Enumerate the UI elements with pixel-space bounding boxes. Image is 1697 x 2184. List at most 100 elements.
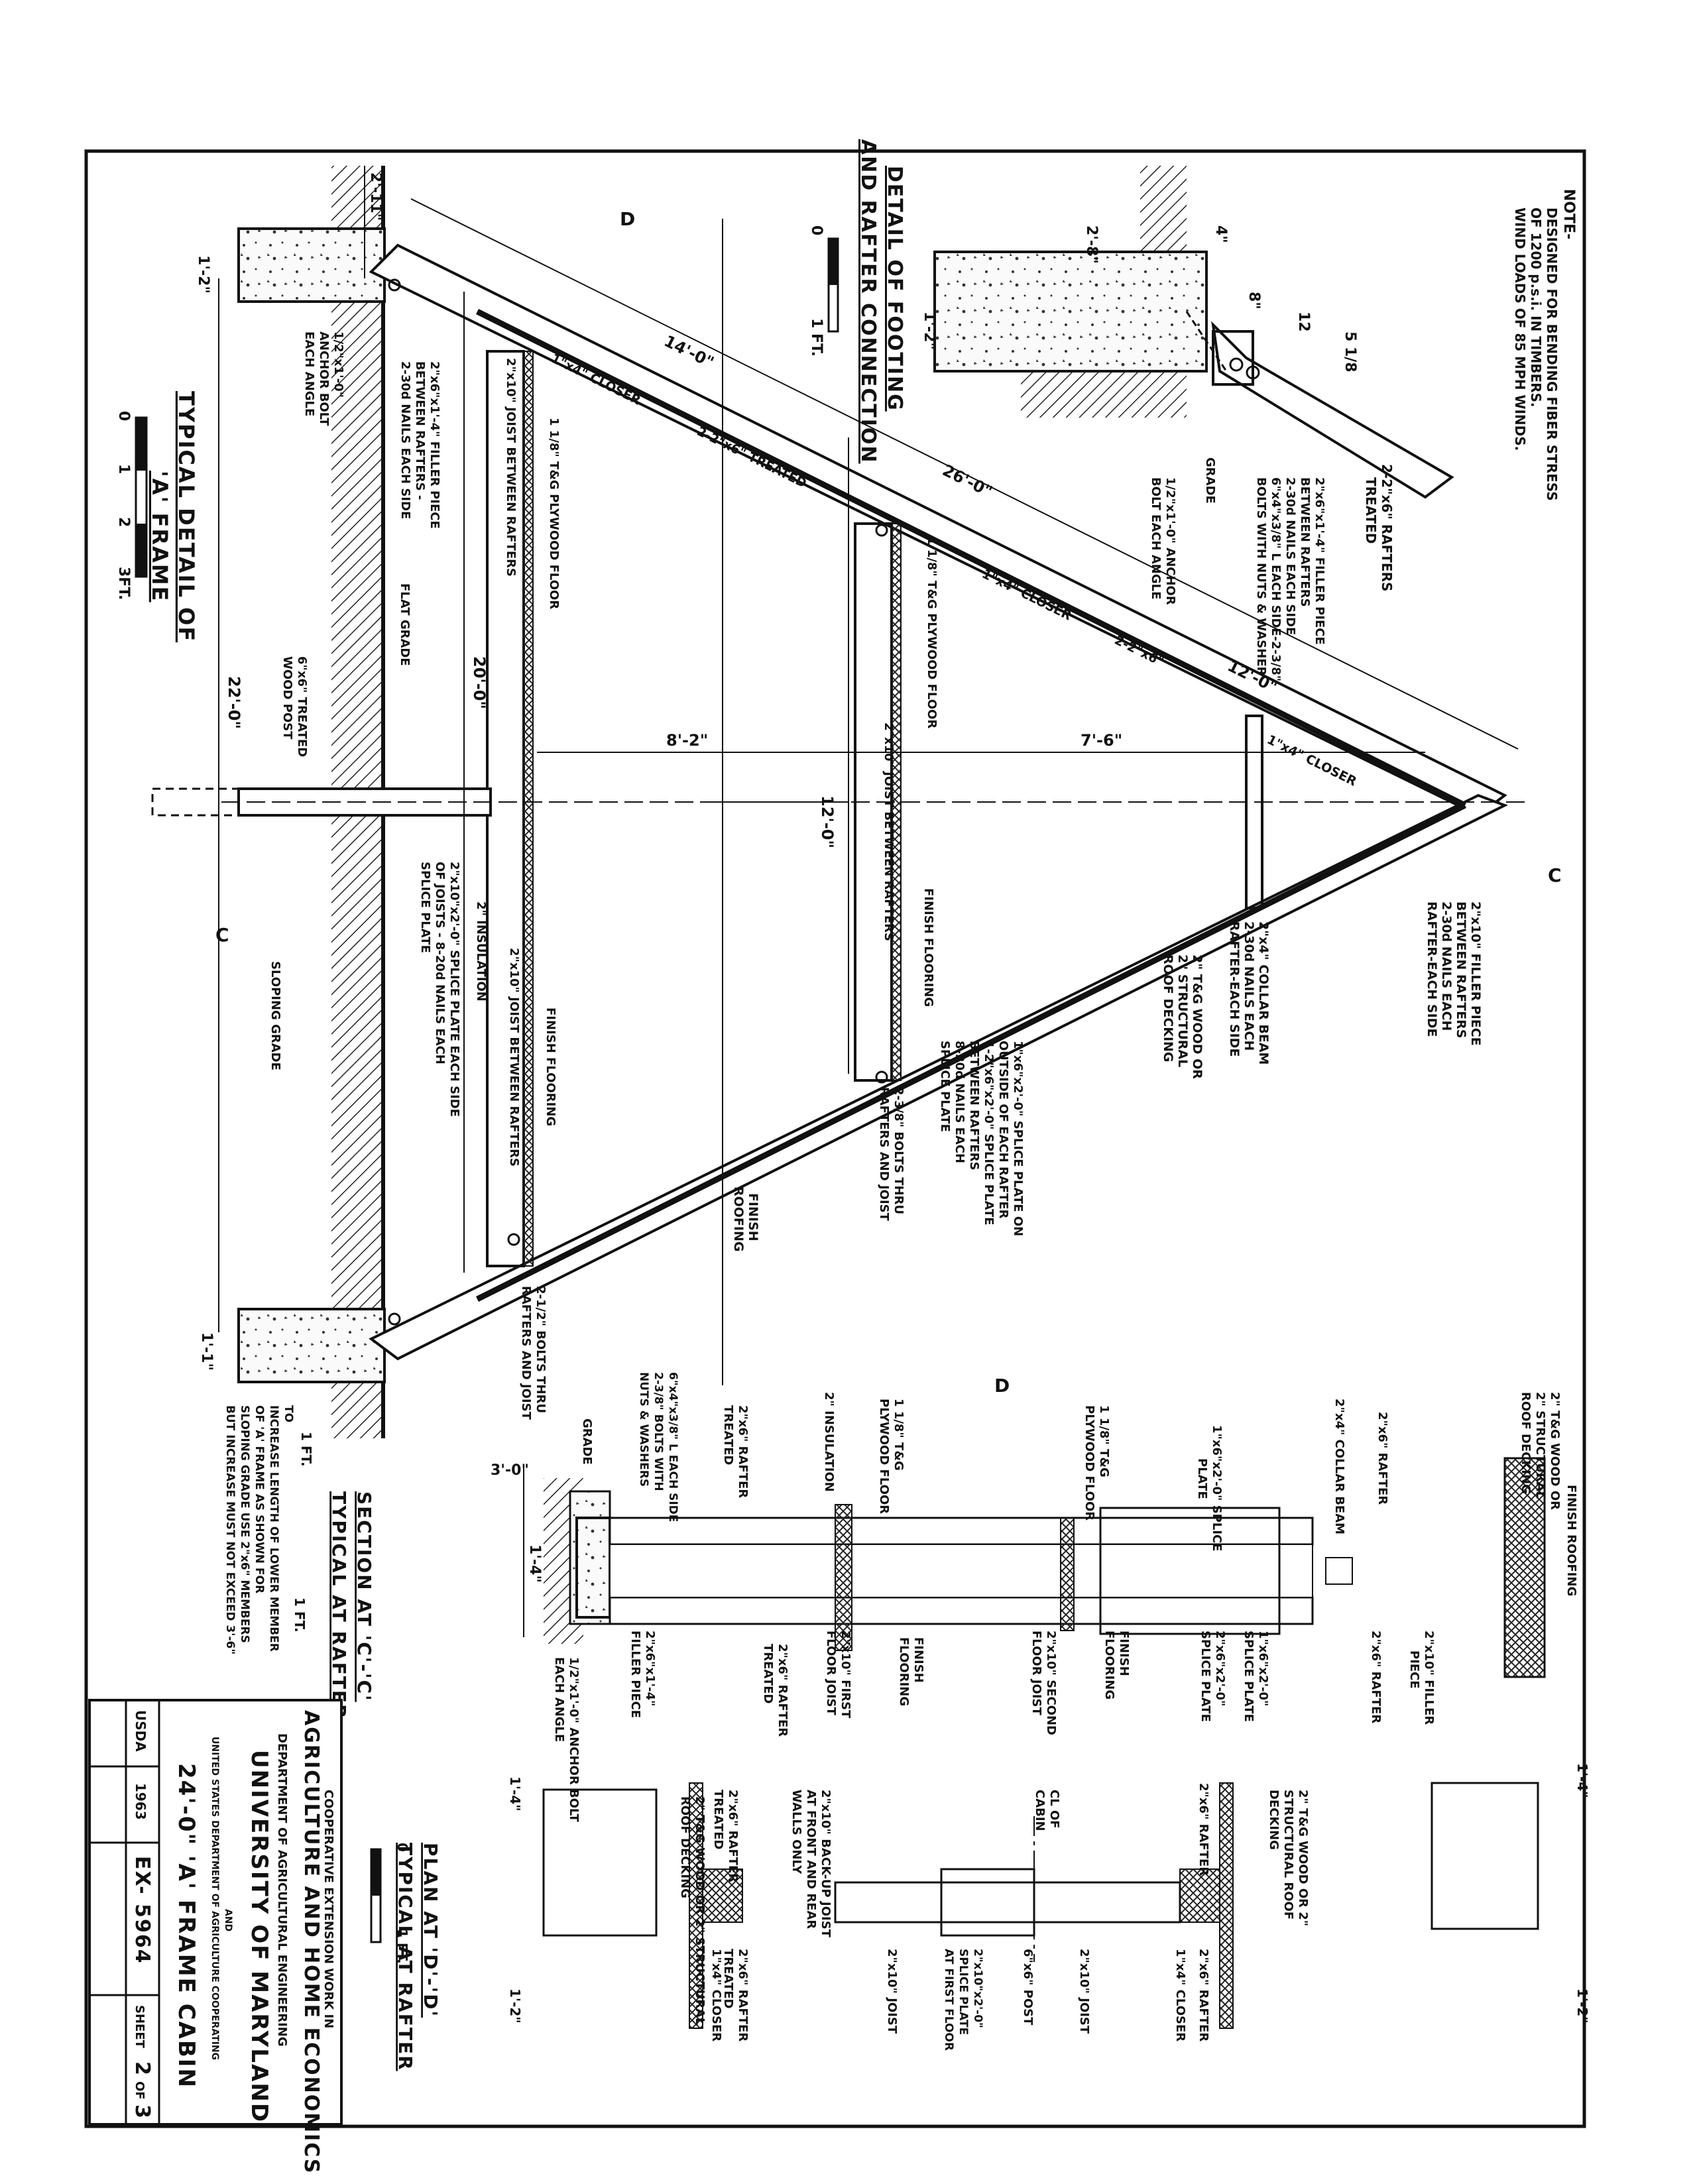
svg-text:ROOFING: ROOFING — [731, 1186, 746, 1251]
footing-scale: 0 1 FT. — [808, 225, 839, 357]
svg-text:2" T&G WOOD OR 2": 2" T&G WOOD OR 2" — [1296, 1790, 1310, 1926]
svg-text:2"x10" JOIST: 2"x10" JOIST — [1077, 1949, 1091, 2034]
note-line: OF 1200 p.s.i. IN TIMBERS. — [1528, 207, 1544, 408]
svg-text:2"x6"x1'-4" FILLER PIECE: 2"x6"x1'-4" FILLER PIECE — [1313, 477, 1326, 645]
plan-labels: 2" T&G WOOD OR 2" STRUCTURAL ROOF DECKIN… — [507, 1763, 1590, 2051]
svg-text:2-30d NAILS EACH: 2-30d NAILS EACH — [1242, 921, 1256, 1051]
svg-text:TO: TO — [282, 1405, 295, 1422]
title-line: 'A' FRAME — [147, 471, 172, 602]
svg-text:1963: 1963 — [133, 1783, 148, 1820]
svg-text:BETWEEN RAFTERS: BETWEEN RAFTERS — [1454, 901, 1468, 1038]
svg-text:2"x6" RAFTER: 2"x6" RAFTER — [736, 1949, 750, 2041]
sheet-total: 3 — [131, 2104, 154, 2120]
svg-text:SPLICE PLATE: SPLICE PLATE — [418, 862, 432, 953]
svg-text:2-30d NAILS EACH SIDE: 2-30d NAILS EACH SIDE — [1283, 477, 1297, 635]
svg-text:DECKING: DECKING — [1267, 1790, 1281, 1850]
dim-label: 5 1/8 — [1342, 331, 1358, 373]
a-frame-detail — [151, 166, 1525, 1438]
scale-label: 0 — [808, 225, 825, 235]
scale-label: 1 — [115, 464, 132, 474]
svg-text:PIECE: PIECE — [1407, 1650, 1421, 1689]
dim-label: 2'-11" — [367, 172, 384, 221]
svg-text:2"x6"x1'-4": 2"x6"x1'-4" — [643, 1631, 657, 1706]
svg-text:SLOPING GRADE: SLOPING GRADE — [268, 961, 282, 1070]
svg-text:TREATED: TREATED — [721, 1405, 735, 1465]
collar-beam-block — [1325, 1557, 1353, 1585]
decking-upper — [475, 308, 1467, 809]
svg-text:1 1/8" T&G PLYWOOD FLOOR: 1 1/8" T&G PLYWOOD FLOOR — [925, 537, 939, 728]
svg-text:OUTSIDE OF EACH RAFTER: OUTSIDE OF EACH RAFTER — [996, 1041, 1010, 1219]
first-floor-layer — [835, 1504, 852, 1651]
bolt-icon — [388, 278, 401, 292]
svg-text:2"x10" FILLER: 2"x10" FILLER — [1422, 1631, 1436, 1725]
svg-text:2"x6"x1'-4" FILLER PIECE: 2"x6"x1'-4" FILLER PIECE — [428, 361, 441, 529]
svg-text:2"x6"x2'-0": 2"x6"x2'-0" — [1213, 1631, 1227, 1706]
svg-text:CL OF: CL OF — [1047, 1790, 1061, 1829]
svg-text:NUTS & WASHERS: NUTS & WASHERS — [637, 1372, 650, 1487]
svg-text:TREATED: TREATED — [1363, 477, 1379, 544]
footing-earth-top — [1140, 166, 1187, 259]
svg-text:USDA: USDA — [133, 1710, 148, 1752]
section-rafter-stack — [609, 1596, 1314, 1625]
splice-plate — [1099, 1507, 1281, 1635]
svg-text:TREATED: TREATED — [711, 1790, 725, 1849]
plan-joist — [834, 1881, 1181, 1924]
footing-concrete — [933, 251, 1208, 373]
svg-text:2"x10" BACK-UP JOIST: 2"x10" BACK-UP JOIST — [819, 1790, 833, 1938]
svg-text:1/2"x1'-0" ANCHOR: 1/2"x1'-0" ANCHOR — [1163, 477, 1177, 605]
svg-text:2"x6" RAFTER: 2"x6" RAFTER — [1197, 1949, 1210, 2041]
svg-text:FINISH: FINISH — [746, 1193, 760, 1241]
svg-text:OF: OF — [133, 2081, 146, 2100]
title-line: TYPICAL AT RAFTER — [394, 1843, 416, 2071]
svg-text:DEPARTMENT OF AGRICULTURAL ENG: DEPARTMENT OF AGRICULTURAL ENGINEERING — [275, 1733, 289, 2047]
svg-text:BETWEEN RAFTERS: BETWEEN RAFTERS — [967, 1041, 981, 1171]
svg-text:6"x4"x3/8" L EACH SIDE-2-3/8"x: 6"x4"x3/8" L EACH SIDE-2-3/8"x4" — [1269, 477, 1283, 704]
bolt-icon — [388, 1312, 401, 1326]
bolt-icon — [1246, 365, 1260, 380]
svg-text:FLOORING: FLOORING — [1102, 1631, 1116, 1699]
svg-text:RAFTERS AND JOIST: RAFTERS AND JOIST — [877, 1087, 891, 1222]
svg-text:6"x6" TREATED: 6"x6" TREATED — [295, 656, 309, 757]
footing-title: DETAIL OF FOOTING AND RAFTER CONNECTION — [856, 139, 906, 463]
svg-text:ROOF DECKING: ROOF DECKING — [1519, 1392, 1533, 1494]
svg-text:COOPERATIVE EXTENSION WORK IN: COOPERATIVE EXTENSION WORK IN — [322, 1790, 335, 2028]
svg-text:OF JOISTS - 8-20d NAILS EACH: OF JOISTS - 8-20d NAILS EACH — [433, 862, 447, 1064]
bolt-icon — [507, 1233, 520, 1246]
section-rafter-stack — [609, 1517, 1314, 1546]
svg-text:AT FIRST FLOOR: AT FIRST FLOOR — [942, 1949, 955, 2051]
svg-text:EACH ANGLE: EACH ANGLE — [302, 331, 316, 416]
svg-text:2"x10" JOIST BETWEEN RAFTERS: 2"x10" JOIST BETWEEN RAFTERS — [504, 358, 518, 577]
roof-decking-layer — [1503, 1457, 1546, 1678]
svg-text:2" STRUCTURAL: 2" STRUCTURAL — [1175, 954, 1190, 1067]
plan-dd — [542, 1782, 1539, 2029]
svg-text:STRUCTURAL ROOF: STRUCTURAL ROOF — [1281, 1790, 1295, 1920]
svg-text:2" T&G WOOD OR: 2" T&G WOOD OR — [1548, 1392, 1562, 1510]
drawing-number: EX- 5964 — [131, 1856, 154, 1965]
svg-text:2"x10" FILLER PIECE: 2"x10" FILLER PIECE — [1468, 901, 1483, 1046]
dim-label: 4" — [1212, 225, 1229, 243]
svg-text:2-30d NAILS EACH SIDE: 2-30d NAILS EACH SIDE — [398, 361, 412, 519]
plan-bottom-decking — [689, 1782, 703, 2029]
footing-right — [237, 1308, 386, 1383]
svg-text:CABIN: CABIN — [1033, 1790, 1047, 1831]
dim-label: 7'-6" — [1081, 731, 1122, 750]
svg-text:2"x6" RAFTER: 2"x6" RAFTER — [776, 1644, 790, 1737]
scale-label: 0 — [394, 1843, 410, 1852]
cut-marker-d: D — [620, 208, 635, 230]
svg-text:WOOD POST: WOOD POST — [280, 656, 294, 740]
svg-text:ROOF DECKING: ROOF DECKING — [1161, 954, 1175, 1063]
cut-marker-d: D — [994, 1375, 1010, 1397]
svg-text:2-2"x6" RAFTERS: 2-2"x6" RAFTERS — [1379, 464, 1395, 591]
plan-top-block — [1179, 1868, 1220, 1923]
svg-text:EACH ANGLE: EACH ANGLE — [552, 1657, 566, 1742]
sheet-border — [84, 149, 1586, 2128]
svg-text:BOLTS WITH NUTS & WASHERS: BOLTS WITH NUTS & WASHERS — [1254, 477, 1268, 684]
svg-text:2-3/8" BOLTS THRU: 2-3/8" BOLTS THRU — [892, 1087, 906, 1214]
svg-text:AND: AND — [223, 1909, 233, 1931]
svg-text:PLYWOOD FLOOR: PLYWOOD FLOOR — [877, 1399, 891, 1514]
note-line: DESIGNED FOR BENDING FIBER STRESS — [1544, 207, 1560, 501]
svg-text:1"x6"x2'-0" SPLICE: 1"x6"x2'-0" SPLICE — [1210, 1425, 1224, 1552]
section-filler — [609, 1544, 1313, 1598]
svg-text:2"x6" RAFTER: 2"x6" RAFTER — [736, 1405, 750, 1498]
